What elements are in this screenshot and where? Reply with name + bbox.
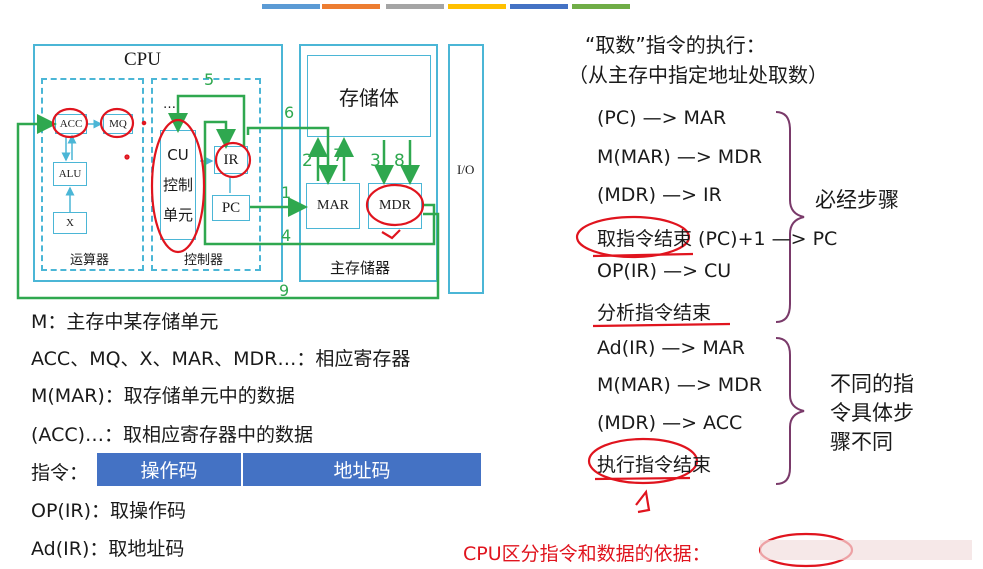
mar-register: MAR [306,183,360,229]
step-b-2: M(MAR) —> MDR [597,374,763,396]
mq-register: MQ [103,114,133,134]
step-6: 6 [284,103,295,122]
alu-group-outline [41,78,144,271]
step-a-6: 分析指令结束 [597,302,712,324]
address-cell: 地址码 [243,453,481,486]
cpu-label: CPU [124,49,161,70]
right-title-1: “取数”指令的执行： [585,33,766,57]
step-1: 1 [281,183,292,202]
purple-braces [775,111,805,485]
step-a-2: M(MAR) —> MDR [597,146,763,168]
cu-dots: … [163,97,176,112]
brace-a-label: 必经步骤 [815,188,899,212]
cu-unit: CU 控制 单元 [160,130,196,240]
alu-group-label: 运算器 [70,253,110,268]
cu-label-1: CU [167,146,189,164]
alu-unit: ALU [53,162,87,186]
memory-outline [299,44,438,282]
controller-label: 控制器 [184,253,224,268]
storage-body: 存储体 [307,55,431,137]
note-registers: ACC、MQ、X、MAR、MDR…：相应寄存器 [31,348,411,370]
top-bar-1 [262,4,320,9]
note-acc: (ACC)…：取相应寄存器中的数据 [31,424,314,446]
step-8: 8 [394,151,405,171]
red-annotations [51,107,854,568]
step-a-5: OP(IR) —> CU [597,260,732,282]
brace-b-label-3: 骤不同 [830,430,893,454]
instruction-label: 指令： [31,462,89,484]
step-b-3: (MDR) —> ACC [597,412,743,434]
green-data-flow [16,94,440,300]
step-7: 7 [333,146,344,166]
top-bar-2 [322,4,380,9]
basis-question: CPU区分指令和数据的依据： [463,543,711,565]
step-b-4: 执行指令结束 [597,454,712,476]
note-op: OP(IR)：取操作码 [31,500,187,522]
brace-b-label-2: 令具体步 [830,401,914,425]
step-b-1: Ad(IR) —> MAR [597,337,745,359]
step-3: 3 [370,151,381,171]
note-m: M：主存中某存储单元 [31,311,219,333]
brace-b-label-1: 不同的指 [830,372,914,396]
right-title-2: （从主存中指定地址处取数） [568,63,828,87]
step-5: 5 [204,70,215,89]
pc-register: PC [212,195,250,221]
step-2: 2 [302,151,313,171]
top-bar-5 [510,4,568,9]
step-a-4: 取指令结束 (PC)+1 —> PC [597,228,838,250]
opcode-cell: 操作码 [97,453,241,486]
top-bar-4 [448,4,506,9]
x-register: X [53,212,87,234]
step-a-1: (PC) —> MAR [597,107,727,129]
io-block [448,44,484,294]
step-4: 4 [281,226,292,245]
cu-label-3: 单元 [162,206,193,224]
cu-label-2: 控制 [162,176,193,194]
note-mmar: M(MAR)：取存储单元中的数据 [31,385,295,407]
step-a-3: (MDR) —> IR [597,184,722,206]
io-label: I/O [457,162,475,177]
note-ad: Ad(IR)：取地址码 [31,538,185,560]
main-memory-label: 主存储器 [330,259,391,277]
internal-links [61,119,231,212]
step-9: 9 [279,281,290,300]
redacted-answer [760,540,972,560]
top-bar-3 [386,4,444,9]
top-bar-6 [572,4,630,9]
cpu-outline [33,44,283,282]
cell-divider [241,453,243,486]
